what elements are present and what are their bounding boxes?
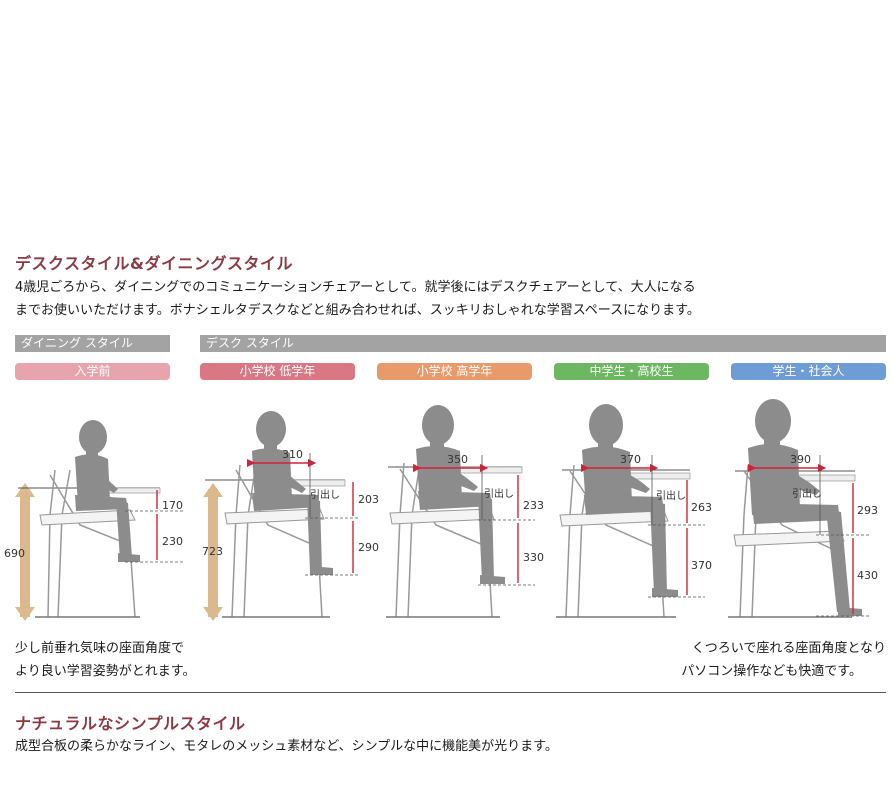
fig5-drawer-label: 引出し bbox=[792, 487, 822, 500]
fig1-lower-dimension: 230 bbox=[162, 535, 183, 548]
fig4-depth-dimension: 370 bbox=[620, 453, 641, 466]
section-description-line2: までお使いいただけます。ボナシェルタデスクなどと組み合わせれば、スッキリおしゃれ… bbox=[15, 303, 700, 318]
caption-left-line1: 少し前垂れ気味の座面角度で bbox=[15, 641, 185, 656]
figure-elementary-lower: 723 310 引出し 203 290 bbox=[202, 411, 379, 621]
section-description-line1: 4歳児ごろから、ダイニングでのコミュニケーションチェアーとして。就学後にはデスク… bbox=[15, 280, 696, 295]
fig2-drawer-label: 引出し bbox=[310, 488, 340, 501]
wood-arrow-bottom bbox=[203, 607, 223, 621]
fig2-upper-dimension: 203 bbox=[358, 493, 379, 506]
section-title-desk-dining: デスクスタイル&ダイニングスタイル bbox=[15, 254, 293, 273]
fig5-depth-dimension: 390 bbox=[790, 453, 811, 466]
caption-right-line1: くつろいで座れる座面角度となり bbox=[691, 641, 886, 656]
stage-pill-elementary-lower: 小学校 低学年 bbox=[200, 363, 355, 380]
fig3-drawer-label: 引出し bbox=[484, 487, 514, 500]
figure-junior-senior-high: 370 引出し 263 370 bbox=[556, 404, 712, 618]
fig4-lower-dimension: 370 bbox=[691, 559, 712, 572]
fig4-drawer-label: 引出し bbox=[656, 489, 686, 502]
fig2-total-height: 723 bbox=[202, 545, 223, 558]
section-divider bbox=[15, 692, 886, 693]
fig3-depth-dimension: 350 bbox=[447, 453, 468, 466]
wood-arrow-top bbox=[15, 483, 35, 497]
fig2-depth-dimension: 310 bbox=[282, 448, 303, 461]
fig1-upper-dimension: 170 bbox=[162, 499, 183, 512]
caption-left-line2: より良い学習姿勢がとれます。 bbox=[15, 664, 196, 679]
fig1-total-height: 690 bbox=[4, 547, 25, 560]
figure-elementary-upper: 350 引出し 233 330 bbox=[386, 405, 544, 618]
figure-preschool: 690 170 230 bbox=[4, 420, 185, 621]
fig5-upper-dimension: 293 bbox=[857, 504, 878, 517]
fig2-lower-dimension: 290 bbox=[358, 541, 379, 554]
figure-student-adult: 390 引出し 293 430 bbox=[728, 399, 878, 618]
stage-pill-student-adult: 学生・社会人 bbox=[731, 363, 886, 380]
wood-arrow-bottom bbox=[15, 607, 35, 621]
posture-diagram: 690 170 230 723 bbox=[4, 399, 878, 621]
fig5-lower-dimension: 430 bbox=[857, 569, 878, 582]
section2-description: 成型合板の柔らかなライン、モタレのメッシュ素材など、シンプルな中に機能美が光りま… bbox=[15, 739, 558, 754]
category-dining-style: ダイニング スタイル bbox=[15, 335, 170, 352]
stage-pill-junior-senior-high: 中学生・高校生 bbox=[554, 363, 709, 380]
section-title-natural-simple: ナチュラルなシンプルスタイル bbox=[15, 714, 246, 733]
category-desk-style: デスク スタイル bbox=[200, 335, 886, 352]
stage-pill-elementary-upper: 小学校 高学年 bbox=[377, 363, 532, 380]
wood-arrow-top bbox=[203, 483, 223, 497]
stage-pill-preschool: 入学前 bbox=[15, 363, 170, 380]
fig3-upper-dimension: 233 bbox=[523, 499, 544, 512]
fig4-upper-dimension: 263 bbox=[691, 501, 712, 514]
fig3-lower-dimension: 330 bbox=[523, 551, 544, 564]
caption-right-line2: パソコン操作なども快適です。 bbox=[681, 664, 862, 679]
